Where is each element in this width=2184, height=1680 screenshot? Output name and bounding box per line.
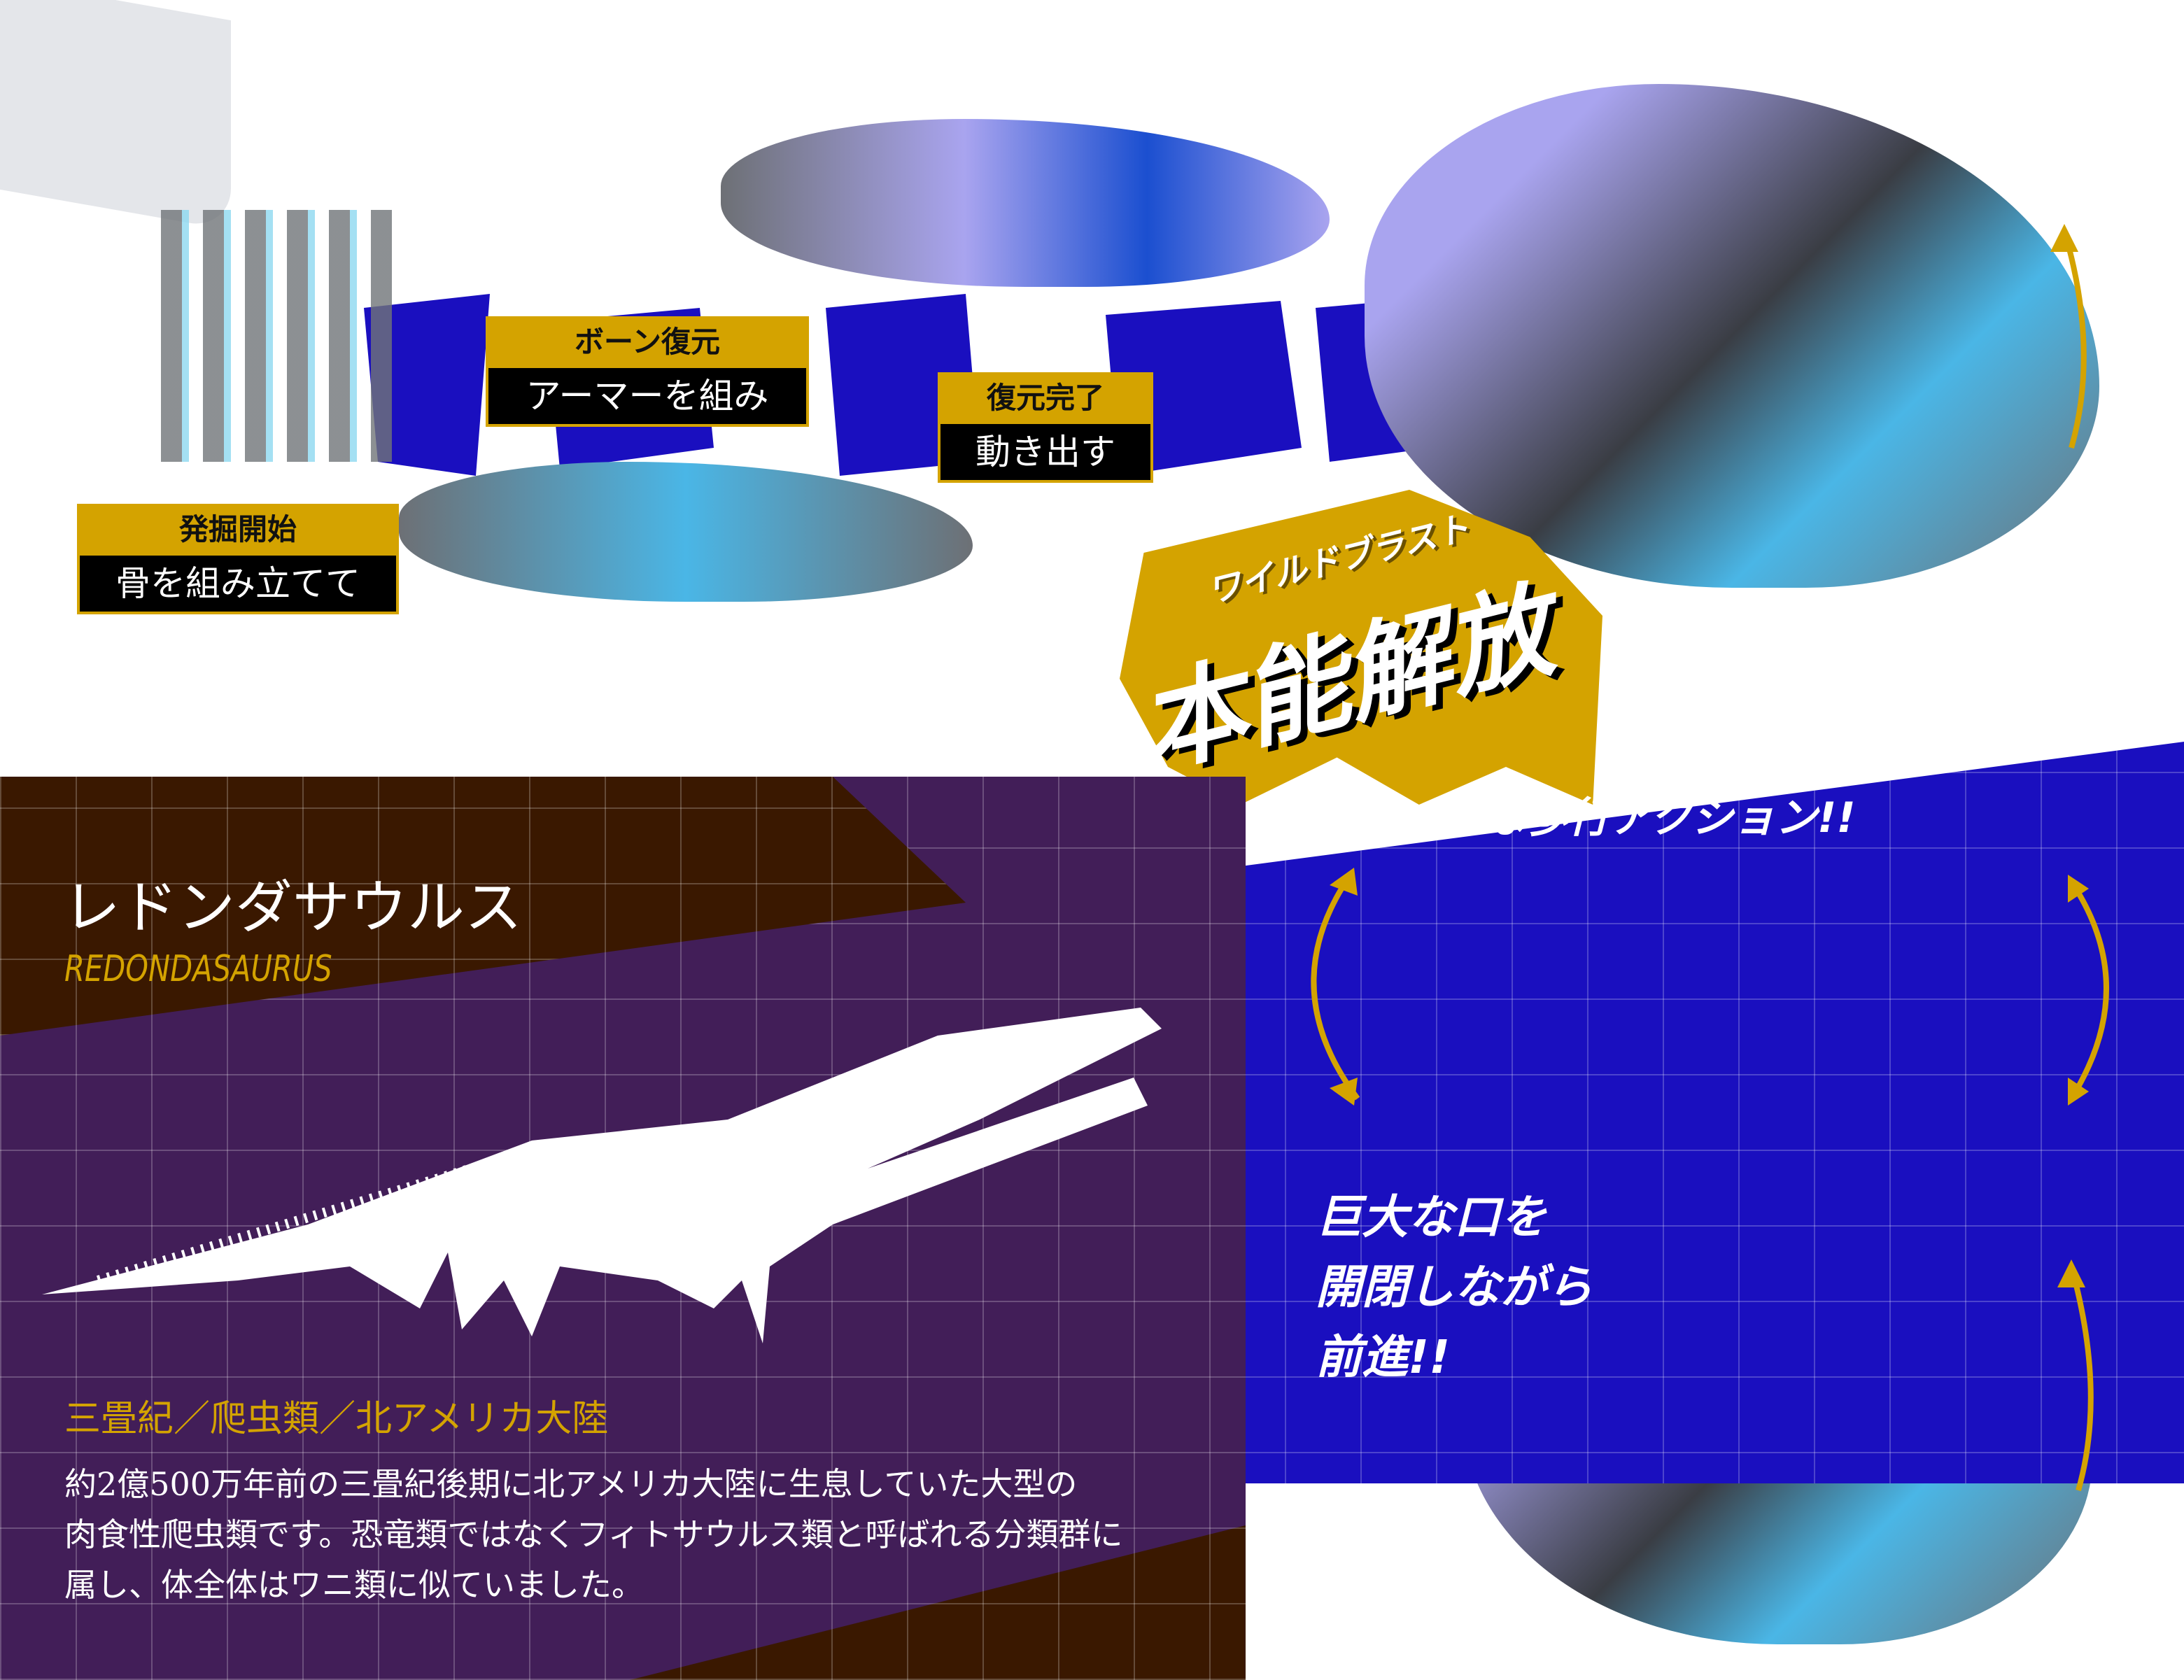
gold-splash: [1120, 490, 1602, 805]
creature-name-en: REDONDASAURUS: [64, 948, 332, 990]
arrow-jaw-top-icon: [2062, 230, 2087, 449]
step-caption: 骨を組み立てて: [77, 556, 399, 614]
step-tag-1: 発掘開始 骨を組み立てて: [77, 504, 399, 614]
skeleton-silhouette: [42, 1008, 1162, 1343]
creature-panel: レドンダサウルス REDONDASAURUS 三畳紀／爬虫類／北アメリカ大陸 約…: [0, 777, 1246, 1680]
jaw-caption-line: 巨大な口を: [1316, 1190, 1547, 1244]
step-caption: 動き出す: [938, 424, 1153, 483]
jaw-caption-line: 開閉しながら: [1316, 1260, 1593, 1314]
step-title: 復元完了: [938, 372, 1153, 424]
step-tag-2: ボーン復元 アーマーを組み: [486, 316, 809, 427]
step-title: 発掘開始: [77, 504, 399, 556]
walk-caption: な歩行アクション!!: [1484, 793, 1856, 842]
description-line: 約2億500万年前の三畳紀後期に北アメリカ大陸に生息していた大型の: [64, 1465, 1078, 1503]
step-tag-3: 復元完了 動き出す: [938, 372, 1153, 483]
creature-description: 約2億500万年前の三畳紀後期に北アメリカ大陸に生息していた大型の 肉食性爬虫類…: [64, 1459, 1122, 1610]
jaw-caption-line: 前進!!: [1316, 1330, 1451, 1384]
creature-name-ja: レドンダサウルス: [63, 875, 523, 941]
step-caption: アーマーを組み: [486, 368, 809, 427]
arrow-walk-right-icon: [2069, 880, 2109, 1101]
bone-parts-image: [161, 210, 392, 462]
arrow-walk-left-icon: [1311, 873, 1360, 1101]
step-title: ボーン復元: [486, 316, 809, 368]
jaw-caption: 巨大な口を 開閉しながら 前進!!: [1316, 1183, 1593, 1392]
creature-classification: 三畳紀／爬虫類／北アメリカ大陸: [64, 1398, 609, 1440]
arrow-jaw-bottom-icon: [2069, 1265, 2094, 1492]
description-line: 肉食性爬虫類です。恐竜類ではなくフィトサウルス類と呼ばれる分類群に: [64, 1516, 1123, 1553]
description-line: 属し、体全体はワニ類に似ていました。: [64, 1566, 644, 1604]
